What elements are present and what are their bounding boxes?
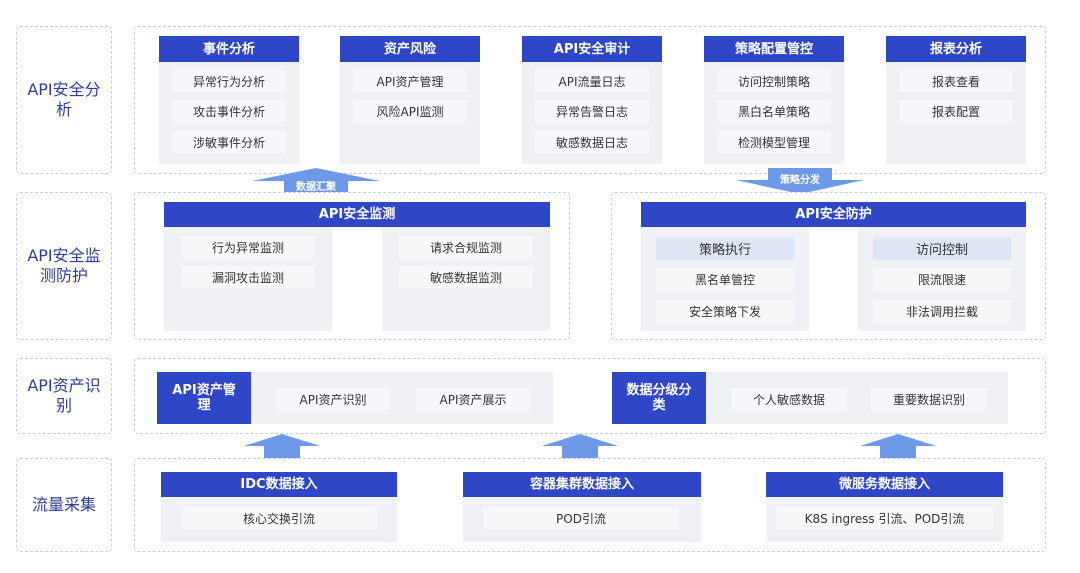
arrow-up-label: 数据汇聚 xyxy=(296,181,336,193)
row-label-asset-box: API资产识别 xyxy=(16,358,112,434)
traffic-item: POD引流 xyxy=(483,507,679,529)
row-label-analysis: API安全分析 xyxy=(27,80,101,119)
module-item: 报表配置 xyxy=(899,100,1013,122)
traffic-container-title: 容器集群数据接入 xyxy=(463,472,701,497)
monitor-item: 敏感数据监测 xyxy=(399,266,533,288)
module-item: 异常告警日志 xyxy=(535,100,649,122)
monitor-item: 漏洞攻击监测 xyxy=(181,266,315,288)
module-item: API资产管理 xyxy=(353,70,467,92)
arrow-up-icon xyxy=(244,434,320,458)
row-label-monitor: API安全监测防护 xyxy=(27,246,101,285)
row-label-asset: API资产识别 xyxy=(27,376,101,415)
module-item: API流量日志 xyxy=(535,70,649,92)
module-event-analysis-title: 事件分析 xyxy=(159,36,299,62)
traffic-item: K8S ingress 引流、POD引流 xyxy=(776,507,993,529)
row-label-traffic: 流量采集 xyxy=(31,495,96,514)
arrow-up-aggregate-icon xyxy=(252,168,380,194)
protect-item: 黑名单管控 xyxy=(656,268,794,290)
protect-item-highlight: 策略执行 xyxy=(656,237,794,260)
traffic-item: 核心交换引流 xyxy=(181,507,377,529)
protect-item: 安全策略下发 xyxy=(656,300,794,322)
protect-item: 限流限速 xyxy=(873,268,1011,290)
monitor-item: 行为异常监测 xyxy=(181,236,315,258)
asset-mgmt-title: API资产管理 xyxy=(157,372,251,424)
traffic-idc-title: IDC数据接入 xyxy=(161,472,397,497)
asset-item: API资产展示 xyxy=(416,388,530,410)
module-item: 涉敏事件分析 xyxy=(172,131,286,153)
module-api-audit-title: API安全审计 xyxy=(522,36,662,62)
arrow-down-distribute-icon xyxy=(736,168,864,194)
arrow-down-label: 策略分发 xyxy=(780,174,820,186)
row-label-traffic-box: 流量采集 xyxy=(16,458,112,552)
protect-title: API安全防护 xyxy=(641,202,1026,227)
module-item: 敏感数据日志 xyxy=(535,131,649,153)
module-item: 风险API监测 xyxy=(353,100,467,122)
module-item: 访问控制策略 xyxy=(717,70,831,92)
monitor-item: 请求合规监测 xyxy=(399,236,533,258)
protect-item: 非法调用拦截 xyxy=(873,300,1011,322)
data-class-title: 数据分级分类 xyxy=(612,372,706,424)
module-policy-config-title: 策略配置管控 xyxy=(704,36,844,62)
module-item: 黑白名单策略 xyxy=(717,100,831,122)
row-label-monitor-box: API安全监测防护 xyxy=(16,192,112,340)
data-class-item: 重要数据识别 xyxy=(871,388,987,410)
module-item: 攻击事件分析 xyxy=(172,100,286,122)
protect-item-highlight: 访问控制 xyxy=(873,237,1011,260)
module-asset-risk-title: 资产风险 xyxy=(340,36,480,62)
arrow-up-icon xyxy=(542,434,618,458)
data-class-item: 个人敏感数据 xyxy=(731,388,847,410)
monitor-title: API安全监测 xyxy=(164,202,550,227)
module-item: 检测模型管理 xyxy=(717,131,831,153)
arrow-up-icon xyxy=(860,434,936,458)
module-report-title: 报表分析 xyxy=(886,36,1026,62)
asset-item: API资产识别 xyxy=(276,388,390,410)
row-label-analysis-box: API安全分析 xyxy=(16,26,112,174)
module-item: 报表查看 xyxy=(899,70,1013,92)
module-item: 异常行为分析 xyxy=(172,70,286,92)
traffic-micro-title: 微服务数据接入 xyxy=(766,472,1003,497)
